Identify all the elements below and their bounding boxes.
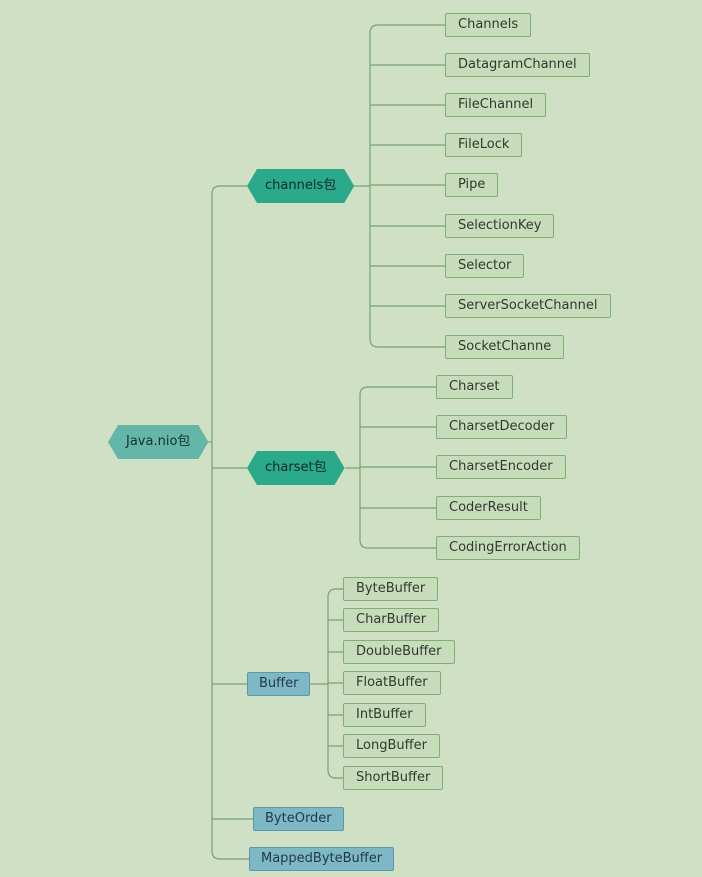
charset-link-0: [359, 386, 436, 396]
buffer-link-6: [327, 769, 343, 779]
branch-buffer[interactable]: Buffer: [247, 672, 311, 696]
leaf-shortbuffer[interactable]: ShortBuffer: [343, 766, 444, 790]
leaf-doublebuffer[interactable]: DoubleBuffer: [343, 640, 455, 664]
leaf-channels[interactable]: Channels: [445, 13, 532, 37]
root-node-java-nio[interactable]: Java.nio包: [108, 425, 208, 459]
leaf-coderresult[interactable]: CoderResult: [436, 496, 541, 520]
leaf-charset[interactable]: Charset: [436, 375, 513, 399]
buffer-link-0: [327, 588, 343, 598]
leaf-floatbuffer[interactable]: FloatBuffer: [343, 671, 441, 695]
leaf-bytebuffer[interactable]: ByteBuffer: [343, 577, 439, 601]
leaf-selectionkey[interactable]: SelectionKey: [445, 214, 555, 238]
leaf-charbuffer[interactable]: CharBuffer: [343, 608, 440, 632]
channels-link-8: [369, 338, 445, 348]
leaf-intbuffer[interactable]: IntBuffer: [343, 703, 426, 727]
leaf-filechannel[interactable]: FileChannel: [445, 93, 547, 117]
leaf-charsetencoder[interactable]: CharsetEncoder: [436, 455, 566, 479]
root-link-4: [211, 850, 249, 860]
leaf-pipe[interactable]: Pipe: [445, 173, 499, 197]
branch-charset[interactable]: charset包: [247, 451, 345, 485]
leaf-codingerroraction[interactable]: CodingErrorAction: [436, 536, 580, 560]
leaf-serversocketchannel[interactable]: ServerSocketChannel: [445, 294, 611, 318]
leaf-selector[interactable]: Selector: [445, 254, 525, 278]
leaf-datagramchannel[interactable]: DatagramChannel: [445, 53, 590, 77]
leaf-longbuffer[interactable]: LongBuffer: [343, 734, 440, 758]
branch-byteorder[interactable]: ByteOrder: [253, 807, 344, 831]
branch-mappedbytebuffer[interactable]: MappedByteBuffer: [249, 847, 395, 871]
charset-link-4: [359, 539, 436, 549]
root-link-0: [211, 185, 247, 195]
branch-channels[interactable]: channels包: [247, 169, 354, 203]
channels-link-0: [369, 24, 445, 34]
leaf-socketchanne[interactable]: SocketChanne: [445, 335, 565, 359]
leaf-charsetdecoder[interactable]: CharsetDecoder: [436, 415, 568, 439]
leaf-filelock[interactable]: FileLock: [445, 133, 523, 157]
